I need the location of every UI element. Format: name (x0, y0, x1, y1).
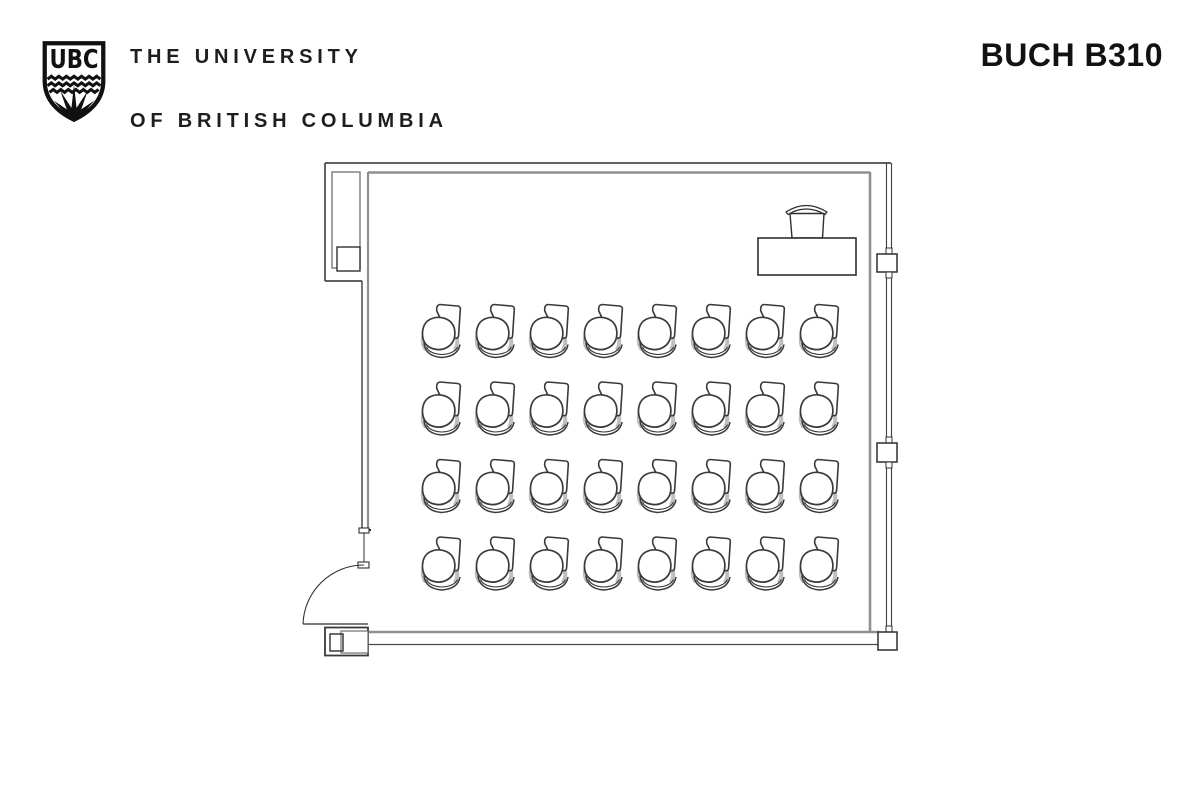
instructor-station (757, 204, 857, 276)
chair-seat (582, 457, 625, 515)
chair-seat (582, 302, 625, 360)
ubc-logo: UBC (42, 41, 106, 123)
chair-seat (474, 457, 517, 515)
wordmark-line2: OF BRITISH COLUMBIA (130, 110, 448, 132)
chair-seat (690, 380, 733, 437)
chair-seat (744, 535, 787, 592)
chair-seat (528, 380, 571, 437)
chair-seat (420, 457, 463, 515)
chair-grid (420, 302, 841, 592)
chair-seat (528, 535, 571, 592)
room-label: BUCH B310 (980, 37, 1163, 73)
chair-seat (744, 457, 787, 515)
chair-seat (528, 457, 571, 515)
instructor-table (757, 237, 857, 276)
mullion-tick (885, 625, 893, 633)
mullion-tick (885, 436, 893, 444)
lectern-body (789, 212, 825, 239)
ubc-shield-text: UBC (49, 45, 98, 75)
chair-seat (636, 380, 679, 437)
chair-seat (798, 380, 841, 437)
lectern-top (785, 204, 828, 216)
chair-seat (744, 380, 787, 437)
mullion-tick (885, 461, 893, 469)
window-mullion (877, 631, 898, 651)
window-mullion (876, 442, 898, 463)
chair-seat (582, 380, 625, 437)
chair-seat (798, 457, 841, 515)
chair-seat (474, 380, 517, 437)
chair-seat (690, 535, 733, 592)
walls (324, 162, 891, 646)
entrance-door (302, 527, 370, 657)
chair-seat (474, 535, 517, 592)
wordmark-line1: THE UNIVERSITY (130, 46, 363, 68)
chair-seat (474, 302, 517, 360)
chair-seat (798, 535, 841, 592)
chair-seat (690, 457, 733, 515)
window-mullion (876, 253, 898, 273)
chair-seat (744, 302, 787, 360)
chair-seat (420, 302, 463, 360)
door-swing-arc (302, 564, 365, 625)
chair-seat (798, 302, 841, 360)
mullion-tick (885, 271, 893, 279)
chair-seat (690, 302, 733, 360)
mullion-tick (885, 247, 893, 255)
alcove-box (336, 246, 361, 272)
chair-seat (420, 380, 463, 437)
chair-seat (636, 457, 679, 515)
chair-seat (636, 302, 679, 360)
chair-seat (420, 535, 463, 592)
door-frame (324, 626, 369, 657)
chair-seat (528, 302, 571, 360)
university-wordmark: THE UNIVERSITY OF BRITISH COLUMBIA (130, 41, 448, 137)
chair-seat (636, 535, 679, 592)
chair-seat (582, 535, 625, 592)
window-wall (876, 163, 898, 651)
